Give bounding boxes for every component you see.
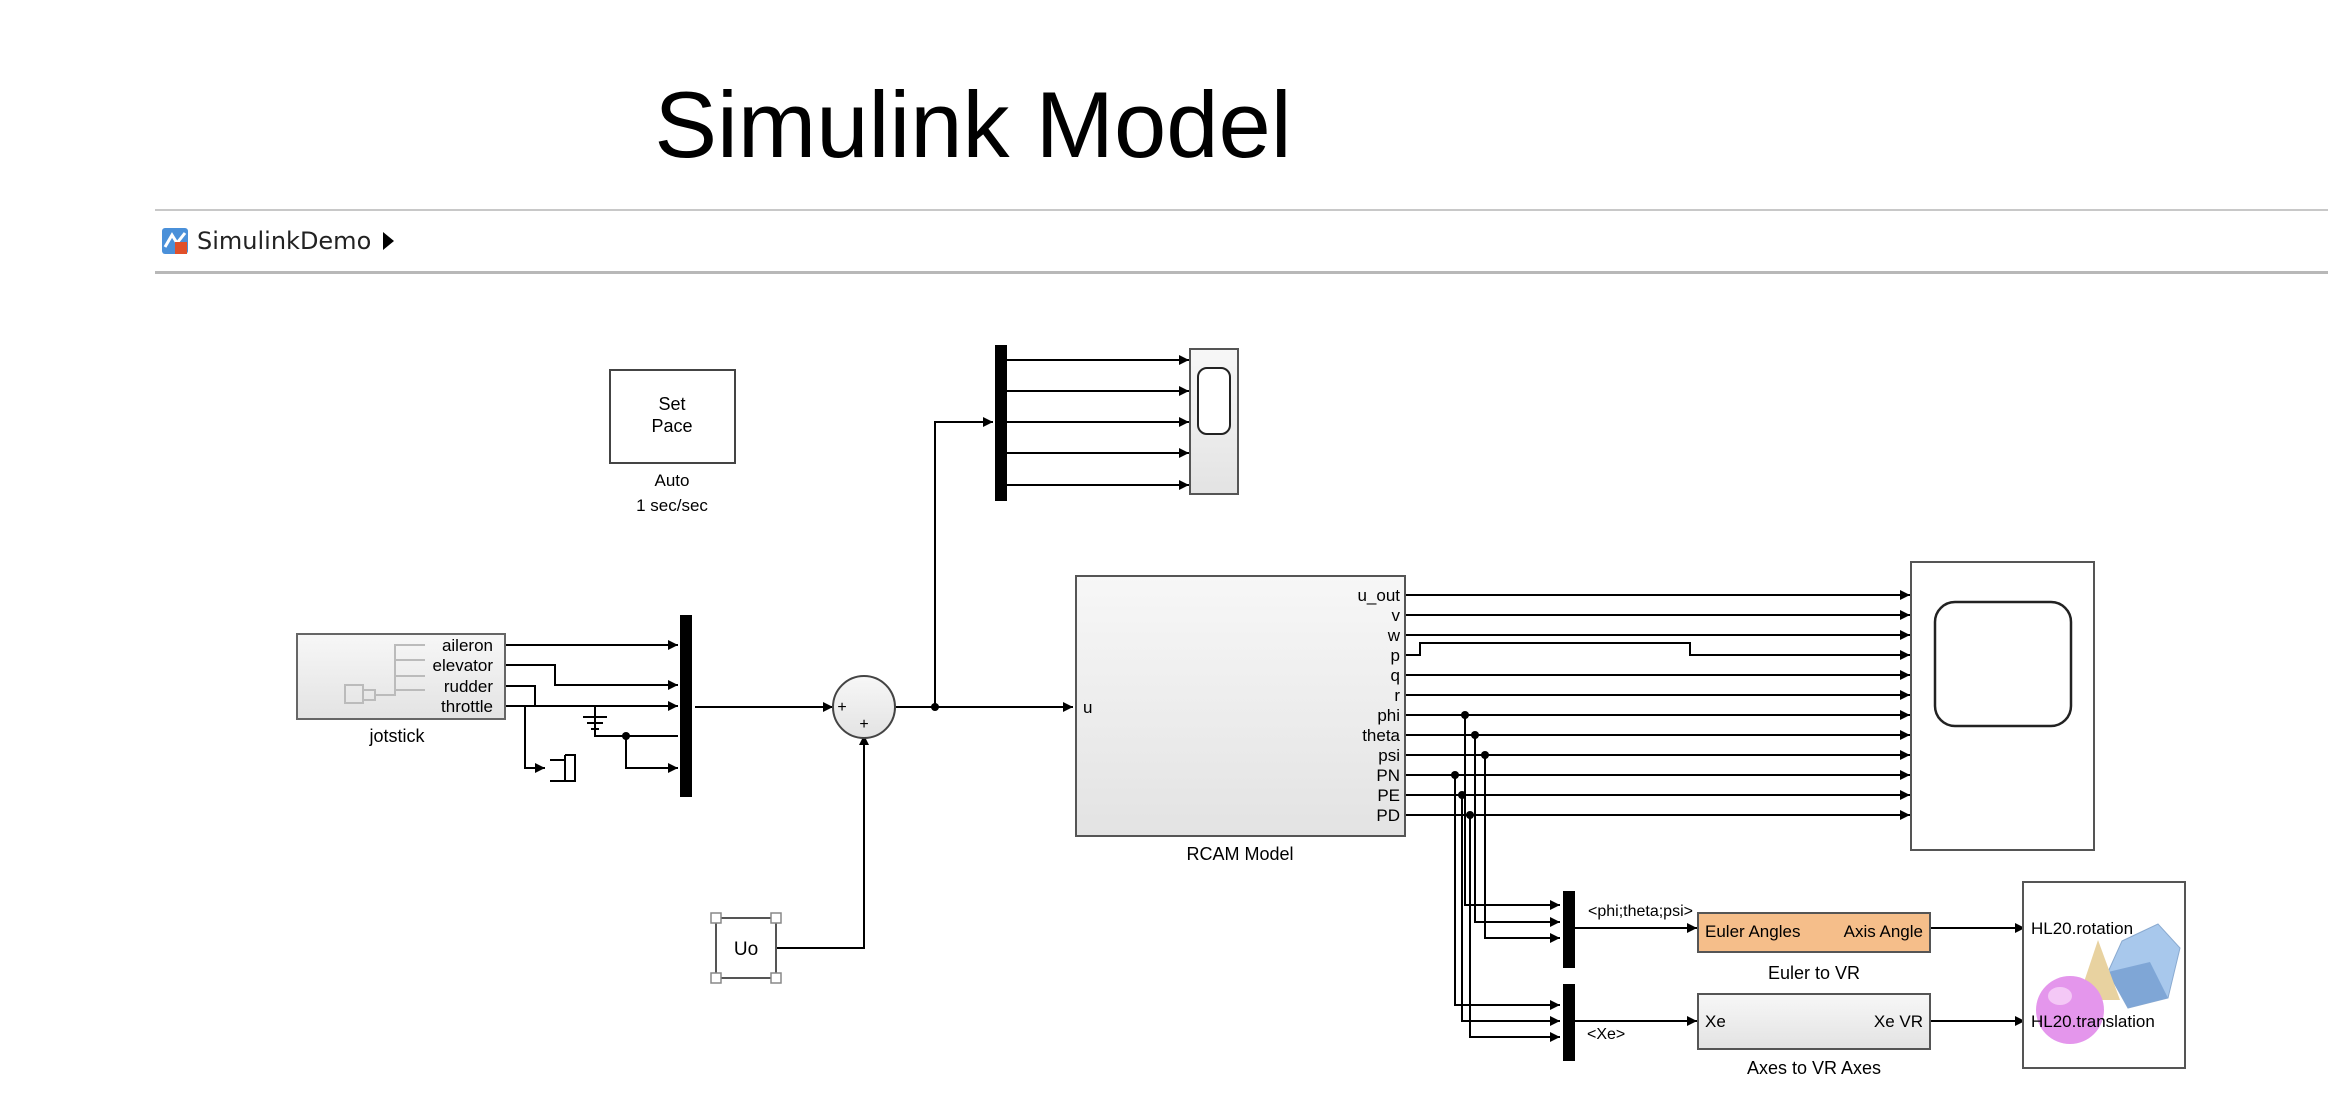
- joystick-port-rudder: rudder: [444, 677, 493, 696]
- signal-branches-to-vr: [1454, 715, 1560, 1038]
- joystick-caption: jotstick: [368, 726, 425, 746]
- euler-to-vr-caption: Euler to VR: [1768, 963, 1860, 983]
- branch-points: [622, 703, 1489, 819]
- rcam-port-phi: phi: [1377, 706, 1400, 725]
- rcam-port-q: q: [1391, 666, 1400, 685]
- rcam-port-p: p: [1391, 646, 1400, 665]
- terminator-block[interactable]: [550, 754, 576, 782]
- set-pace-label-1: Set: [658, 394, 685, 414]
- joystick-port-elevator: elevator: [433, 656, 494, 675]
- vr-translation-label: HL20.translation: [2031, 1012, 2155, 1031]
- signal-scope-mux-outputs: [1005, 359, 1189, 486]
- vr-sink-block[interactable]: HL20.rotation HL20.translation: [2022, 881, 2186, 1069]
- sum-sign-left: +: [837, 699, 846, 716]
- rcam-port-pn: PN: [1376, 766, 1400, 785]
- simulink-model-icon: [162, 228, 188, 254]
- axes-mux-block[interactable]: [1563, 984, 1575, 1061]
- rcam-port-pd: PD: [1376, 806, 1400, 825]
- signal-throttle-fanout: [625, 736, 678, 773]
- euler-to-vr-block[interactable]: Euler Angles Axis Angle: [1697, 912, 1931, 953]
- axes-out-label: Xe VR: [1874, 1012, 1923, 1031]
- rcam-port-w: w: [1387, 626, 1401, 645]
- axes-to-vr-caption: Axes to VR Axes: [1747, 1058, 1881, 1078]
- signal-elevator[interactable]: [505, 664, 678, 690]
- euler-in-label: Euler Angles: [1705, 922, 1800, 941]
- joystick-block[interactable]: aileron elevator rudder throttle: [296, 633, 506, 720]
- small-scope-block[interactable]: [1189, 348, 1239, 495]
- axes-signal-label: <Xe>: [1587, 1026, 1625, 1043]
- rcam-input-port: u: [1083, 698, 1092, 717]
- rcam-port-v: v: [1392, 606, 1401, 625]
- scope-display-icon: [1197, 367, 1231, 435]
- breadcrumb-model-link[interactable]: SimulinkDemo: [161, 227, 395, 255]
- vr-scene-icon: [2036, 923, 2181, 1044]
- sum-block[interactable]: + +: [832, 675, 896, 739]
- signal-rcam-to-scope[interactable]: [1405, 590, 1910, 820]
- rcam-port-u-out: u_out: [1357, 586, 1400, 605]
- axes-to-vr-block[interactable]: Xe Xe VR: [1697, 993, 1931, 1050]
- rcam-port-r: r: [1394, 686, 1400, 705]
- signal-throttle[interactable]: [505, 705, 545, 773]
- signal-throttle-branch: [525, 705, 678, 737]
- constant-uo-block[interactable]: Uo: [710, 912, 782, 984]
- joystick-icon: [344, 644, 425, 704]
- signal-uo-to-sum[interactable]: [776, 735, 869, 949]
- rcam-port-psi: psi: [1378, 746, 1400, 765]
- rcam-model-block[interactable]: u u_out v w p q r phi theta psi PN PE PD: [1075, 575, 1406, 837]
- euler-out-label: Axis Angle: [1844, 922, 1923, 941]
- set-pace-block[interactable]: Set Pace: [609, 369, 736, 464]
- vr-rotation-label: HL20.rotation: [2031, 919, 2133, 938]
- euler-signal-label: <phi;theta;psi>: [1588, 903, 1693, 920]
- set-pace-caption-2: 1 sec/sec: [636, 496, 708, 515]
- breadcrumb-expand-icon[interactable]: [383, 232, 395, 250]
- joystick-port-aileron: aileron: [442, 636, 493, 655]
- set-pace-label-2: Pace: [651, 416, 692, 436]
- main-scope-block[interactable]: [1910, 561, 2095, 851]
- constant-uo-label: Uo: [734, 939, 758, 960]
- rcam-port-theta: theta: [1362, 726, 1400, 745]
- rcam-port-pe: PE: [1377, 786, 1400, 805]
- axes-in-label: Xe: [1705, 1012, 1726, 1031]
- rcam-model-caption: RCAM Model: [1186, 844, 1293, 864]
- sum-sign-bottom: +: [859, 716, 868, 733]
- breadcrumb: SimulinkDemo: [155, 209, 2328, 274]
- scope-mux-block[interactable]: [995, 345, 1007, 501]
- set-pace-caption-1: Auto: [655, 471, 690, 490]
- signal-lines: [505, 355, 2025, 1042]
- ground-block[interactable]: [583, 706, 607, 730]
- signal-to-scope-mux[interactable]: [934, 417, 993, 707]
- page-title: Simulink Model: [654, 72, 1292, 177]
- euler-mux-block[interactable]: [1563, 891, 1575, 968]
- joystick-port-throttle: throttle: [441, 697, 493, 716]
- joystick-mux-block[interactable]: [680, 615, 692, 797]
- signal-rudder[interactable]: [505, 685, 678, 711]
- breadcrumb-model-name: SimulinkDemo: [197, 227, 372, 255]
- scope-display-icon: [1933, 600, 2073, 728]
